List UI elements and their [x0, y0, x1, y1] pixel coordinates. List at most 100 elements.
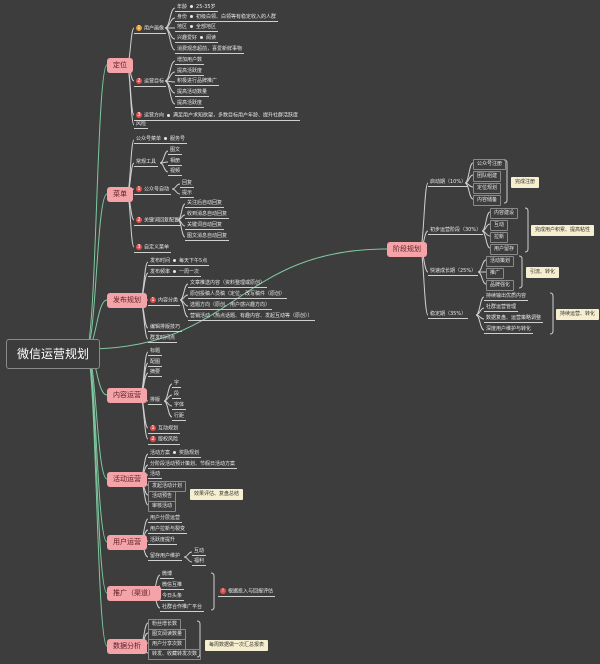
- phase4-node[interactable]: 稳定期（35%）: [428, 311, 469, 319]
- phase1-item[interactable]: 团队组建: [473, 171, 502, 182]
- layout-item[interactable]: 行距: [172, 413, 187, 421]
- branch-activity[interactable]: 活动运营: [107, 472, 147, 487]
- event-topic-node[interactable]: 分阶段活动预计策划、节假日活动方案: [148, 461, 238, 469]
- design-item[interactable]: 标题: [148, 348, 163, 356]
- content-item[interactable]: 选题方向（原创、用户感兴趣方向）: [188, 302, 273, 310]
- priority-icon: 1: [150, 297, 156, 303]
- phase1-item[interactable]: 内容储备: [473, 195, 502, 206]
- tool-item[interactable]: 图文: [168, 147, 183, 155]
- auto-reply-item[interactable]: 回复: [180, 180, 195, 188]
- keyword-item[interactable]: 关注后自动回复: [185, 200, 225, 208]
- user-item[interactable]: 活跃度提升: [148, 537, 178, 545]
- phase3-item[interactable]: 推广: [486, 268, 505, 279]
- root-topic[interactable]: 微信运营规划: [6, 339, 101, 369]
- user-item[interactable]: 用户分层运营: [148, 515, 183, 523]
- phase1-node[interactable]: 启动期（10%）: [428, 179, 469, 187]
- phase4-item[interactable]: 数据复盘、运营策略调整: [484, 315, 544, 323]
- tool-item[interactable]: 相册: [168, 158, 183, 166]
- tools-node[interactable]: 常规工具: [134, 159, 159, 167]
- region-node[interactable]: 地区全部地区: [175, 24, 219, 32]
- phase3-item[interactable]: 品牌强化: [486, 280, 515, 291]
- connector-line: [171, 188, 181, 195]
- data-item[interactable]: 转发、收藏转发次数: [148, 649, 202, 660]
- promotion-item[interactable]: 社群合作推广平台: [160, 604, 205, 612]
- content-item[interactable]: 文章推送内容（资料整理或原创）: [188, 280, 268, 288]
- promotion-item[interactable]: 微信互推: [160, 582, 185, 590]
- tool-item[interactable]: 视频: [168, 168, 183, 176]
- goal-item[interactable]: 提高活跃度: [175, 68, 205, 76]
- keyword-item[interactable]: 关键词自动回复: [185, 222, 225, 230]
- design-item[interactable]: 摘要: [148, 369, 163, 377]
- branch-menu[interactable]: 菜单: [107, 187, 133, 202]
- phase4-item[interactable]: 社群运营管理: [484, 304, 519, 312]
- frequency-node[interactable]: 发布频率一周一次: [148, 269, 202, 277]
- bullet-icon: [173, 451, 177, 454]
- keyword-item[interactable]: 收到消息自动回复: [185, 211, 230, 219]
- priority-icon: 3: [136, 112, 142, 118]
- official-account-menu-node[interactable]: 公众号菜单服务号: [134, 136, 188, 144]
- layout-node[interactable]: 排版: [148, 397, 163, 405]
- mass-send-node[interactable]: 群发时间点: [148, 335, 178, 343]
- phase4-item[interactable]: 持续输出优质内容: [484, 293, 529, 301]
- content-item[interactable]: 营销活动（热点话题、有趣内容、发起互动等（原创））: [188, 313, 315, 321]
- branch-promotion[interactable]: 推广（渠道）: [107, 586, 161, 601]
- phase2-item[interactable]: 互动: [490, 220, 509, 231]
- phase1-item[interactable]: 定位规划: [473, 183, 502, 194]
- summary-bracket: [549, 292, 554, 335]
- branch-publish[interactable]: 发布规划: [107, 293, 147, 308]
- branch-users[interactable]: 用户运营: [107, 535, 147, 550]
- keyword-item[interactable]: 图文消息自动回复: [185, 233, 230, 241]
- phase2-item[interactable]: 拉新: [490, 232, 509, 243]
- branch-data[interactable]: 数据分析: [107, 639, 147, 654]
- promotion-note-node[interactable]: !根据投入与回报评估: [218, 587, 276, 597]
- quality-node[interactable]: 编辑排版技巧: [148, 324, 183, 332]
- layout-item[interactable]: 段: [172, 391, 182, 399]
- auto-reply-item[interactable]: 提示: [180, 190, 195, 198]
- feedback-item[interactable]: 福利: [192, 558, 207, 566]
- promotion-item[interactable]: 今日头条: [160, 593, 185, 601]
- design-item[interactable]: 配图: [148, 359, 163, 367]
- content-item[interactable]: 原创投稿人员稿（定位、改写稿件（原创）: [188, 291, 288, 299]
- promotion-item[interactable]: 微博: [160, 571, 175, 579]
- phase1-item[interactable]: 公众号注册: [473, 159, 507, 170]
- phase4-note: 持续运营、转化: [556, 309, 600, 320]
- goal-item[interactable]: 提高活动数量: [175, 89, 210, 97]
- branch-positioning[interactable]: 定位: [107, 58, 133, 73]
- goal-item[interactable]: 提高活跃度: [175, 100, 205, 108]
- feedback-item[interactable]: 互动: [192, 548, 207, 556]
- feedback-node[interactable]: 留存用户维护: [148, 553, 183, 561]
- bullet-icon: [190, 15, 194, 18]
- layout-item[interactable]: 字: [172, 380, 182, 388]
- event-plan-node[interactable]: 活动方案奖励规划: [148, 450, 202, 458]
- hobby-node[interactable]: 兴趣爱好阅读: [175, 35, 219, 43]
- goal-item[interactable]: 增加用户数: [175, 57, 205, 65]
- phase2-node[interactable]: 初步运营阶段（30%）: [428, 227, 484, 235]
- phase2-item[interactable]: 内容建设: [490, 208, 519, 219]
- phase2-item[interactable]: 用户留存: [490, 244, 519, 255]
- habit-node[interactable]: 消费观念超前，喜爱新鲜事物: [175, 46, 245, 54]
- phase4-item[interactable]: 深度用户维护与转化: [484, 326, 534, 334]
- branch-design[interactable]: 内容运营: [107, 388, 147, 403]
- user-item[interactable]: 用户拉新与裂变: [148, 526, 188, 534]
- event-item[interactable]: 审核活动: [148, 501, 177, 512]
- event-group-node[interactable]: 活动: [148, 471, 163, 479]
- risk-node[interactable]: 风险: [134, 121, 149, 129]
- publish-time-node[interactable]: 发布时间每天下午5点: [148, 258, 210, 266]
- priority-icon: 1: [150, 425, 156, 431]
- phase3-node[interactable]: 快速成长期（25%）: [428, 268, 479, 276]
- identity-node[interactable]: 身份初级白领、白领等有稳定收入的人群: [175, 14, 279, 22]
- phase3-item[interactable]: 活动策划: [486, 256, 515, 267]
- layout-item[interactable]: 字体: [172, 402, 187, 410]
- goal-item[interactable]: 积极进行品牌推广: [175, 78, 220, 86]
- branch-kpi[interactable]: 阶段规划: [387, 242, 427, 257]
